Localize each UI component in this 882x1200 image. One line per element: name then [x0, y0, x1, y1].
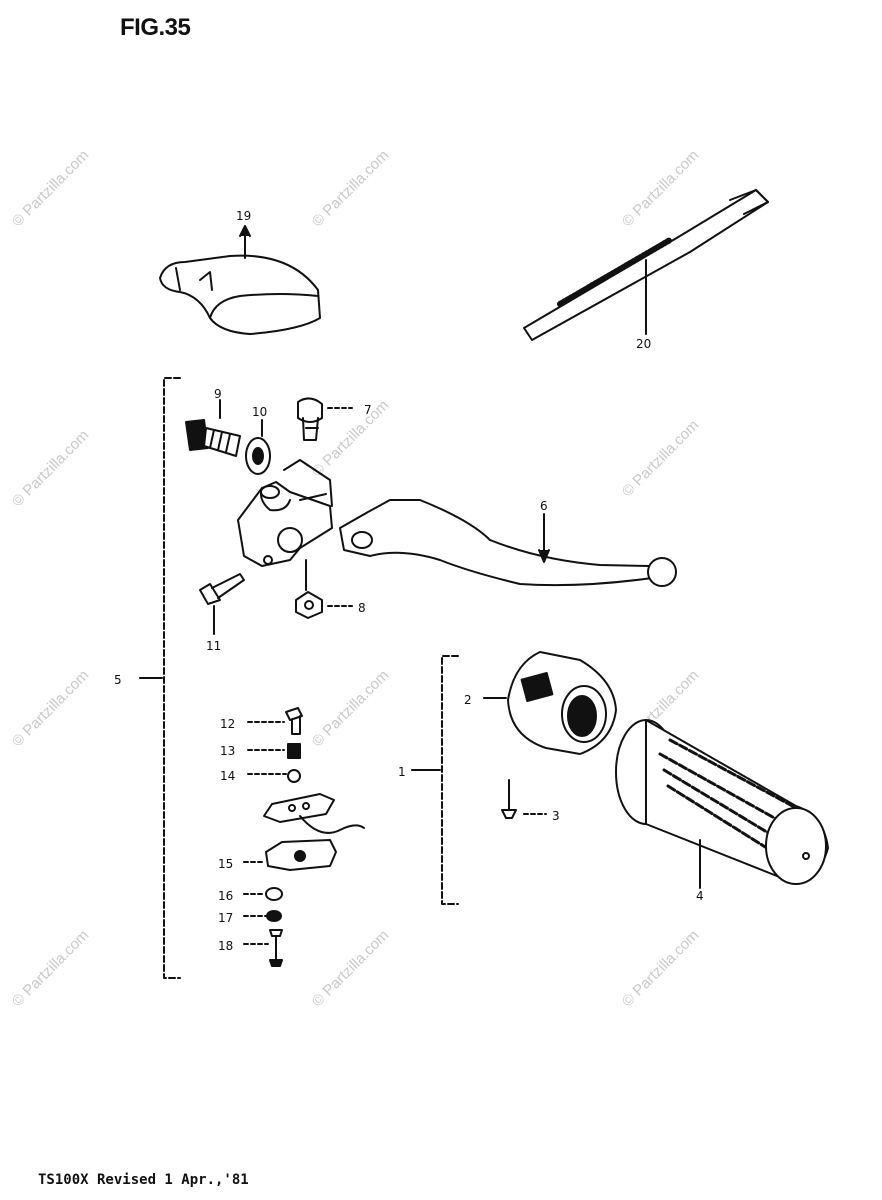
callout-14: 14	[220, 769, 235, 783]
callout-10: 10	[252, 405, 267, 419]
callout-6: 6	[540, 499, 548, 513]
small-nut-part	[243, 887, 283, 901]
clutch-lever-part	[339, 499, 677, 587]
callout-17: 17	[218, 911, 233, 925]
lever-holder-part	[237, 459, 333, 567]
switch-screw-part	[243, 929, 283, 967]
callout-7: 7	[364, 403, 372, 417]
spring-part	[247, 743, 301, 759]
callout-1: 1	[398, 765, 406, 779]
pivot-nut-part	[295, 559, 353, 619]
lock-nut-part	[245, 419, 271, 475]
ball-part	[247, 769, 301, 783]
callout-labels: 1 2 3 4 5 6 7 8 9 10 11 12 13 14 15 16 1…	[114, 209, 704, 953]
callout-8: 8	[358, 601, 366, 615]
callout-20: 20	[636, 337, 651, 351]
callout-5: 5	[114, 673, 122, 687]
callout-15: 15	[218, 857, 233, 871]
figure-title: FIG.35	[120, 14, 191, 41]
adjuster-bolt-part	[185, 399, 241, 457]
switch-holder-part	[243, 839, 337, 871]
lever-switch-part	[263, 793, 365, 834]
callout-16: 16	[218, 889, 233, 903]
callout-3: 3	[552, 809, 560, 823]
callout-2: 2	[464, 693, 472, 707]
callout-9: 9	[214, 387, 222, 401]
cable-tie-part	[523, 189, 769, 341]
housing-screw-part	[501, 779, 547, 819]
callout-11: 11	[206, 639, 221, 653]
callout-12: 12	[220, 717, 235, 731]
switch-housing-part	[483, 651, 617, 755]
washer-part	[243, 910, 282, 922]
lever-cover-part	[159, 225, 321, 335]
screw-part	[247, 707, 303, 735]
callout-19: 19	[236, 209, 251, 223]
revision-footer: TS100X Revised 1 Apr.,'81	[38, 1172, 249, 1188]
grip-part	[615, 719, 829, 889]
holder-bolt-part	[199, 573, 245, 635]
pivot-bolt-part	[297, 397, 353, 441]
callout-13: 13	[220, 744, 235, 758]
callout-18: 18	[218, 939, 233, 953]
callout-4: 4	[696, 889, 704, 903]
